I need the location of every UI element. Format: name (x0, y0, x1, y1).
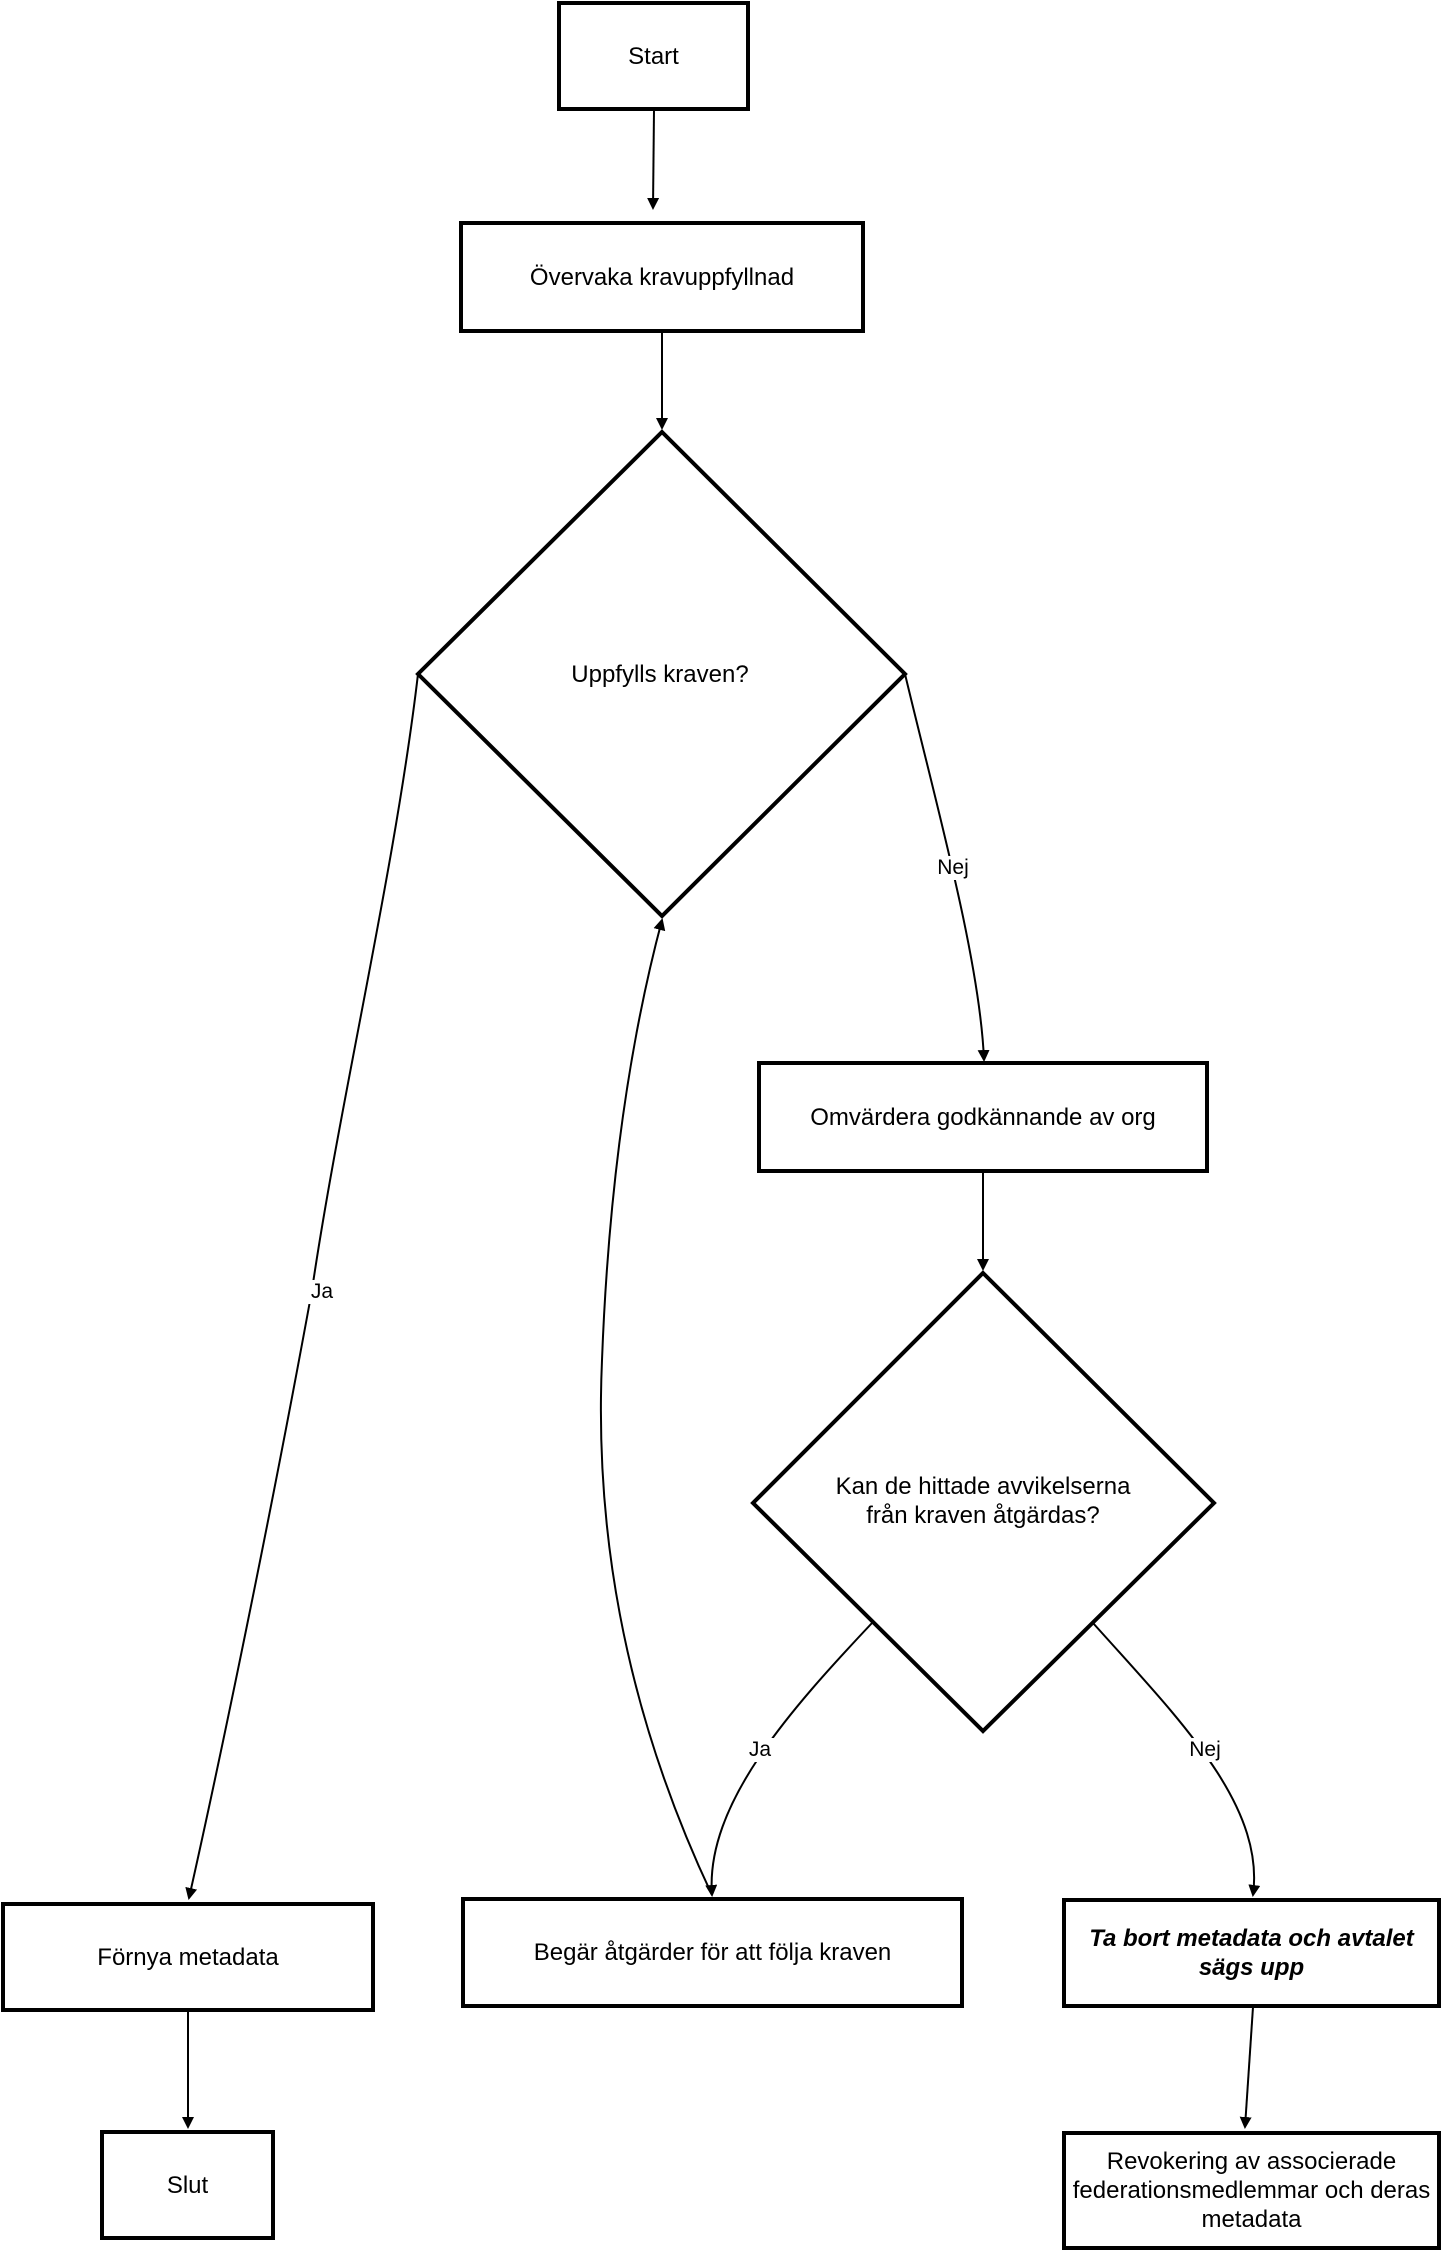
decision-fixable-text: Kan de hittade avvikelserna från kraven … (836, 1472, 1131, 1530)
monitor-node[interactable]: Övervaka kravuppfyllnad (459, 221, 865, 333)
edge-label-req-no: Nej (934, 856, 972, 880)
revoke-label: Revokering av associerade federationsmed… (1073, 2147, 1431, 2234)
edge-req-yes (185, 673, 419, 1900)
edge-label-req-yes: Ja (307, 1280, 337, 1304)
decision-fixable-shape[interactable] (750, 1270, 1217, 1734)
remove-metadata-line1: Ta bort metadata och avtalet (1089, 1925, 1414, 1952)
decision-requirements-label: Uppfylls kraven? (460, 650, 860, 698)
start-label: Start (628, 42, 679, 70)
reassess-label: Omvärdera godkännande av org (810, 1103, 1156, 1131)
revoke-line1: Revokering av associerade (1106, 2148, 1397, 2175)
edge-request-to-decision (599, 918, 713, 1896)
edge-label-fix-yes: Ja (745, 1738, 775, 1762)
reassess-node[interactable]: Omvärdera godkännande av org (757, 1061, 1209, 1173)
remove-metadata-label: Ta bort metadata och avtalet sägs upp (1089, 1924, 1414, 1982)
revoke-line3: metadata (1201, 2206, 1302, 2233)
remove-metadata-node[interactable]: Ta bort metadata och avtalet sägs upp (1062, 1898, 1441, 2008)
remove-metadata-line2: sägs upp (1198, 1954, 1305, 1981)
decision-fixable-line2: från kraven åtgärdas? (866, 1502, 1100, 1529)
end-node[interactable]: Slut (100, 2130, 275, 2240)
monitor-label: Övervaka kravuppfyllnad (529, 263, 795, 291)
start-node[interactable]: Start (557, 1, 750, 111)
request-actions-label: Begär åtgärder för att följa kraven (533, 1939, 892, 1966)
renew-label: Förnya metadata (97, 1943, 279, 1971)
decision-requirements-text: Uppfylls kraven? (571, 660, 749, 688)
edge-start-to-monitor (647, 109, 660, 210)
revoke-node[interactable]: Revokering av associerade federationsmed… (1062, 2131, 1441, 2250)
edge-fix-yes (705, 1622, 873, 1897)
end-label: Slut (166, 2171, 209, 2199)
edge-label-fix-no: Nej (1186, 1738, 1224, 1762)
decision-fixable-label: Kan de hittade avvikelserna från kraven … (793, 1470, 1173, 1532)
request-actions-node[interactable]: Begär åtgärder för att följa kraven (461, 1897, 964, 2008)
revoke-line2: federationsmedlemmar och deras (1072, 2177, 1431, 2204)
renew-node[interactable]: Förnya metadata (1, 1902, 375, 2012)
edge-fix-no (1092, 1622, 1261, 1897)
edge-remove-to-revoke (1239, 2006, 1254, 2129)
decision-requirements-shape[interactable] (415, 429, 908, 919)
decision-fixable-line1: Kan de hittade avvikelserna (835, 1473, 1131, 1500)
